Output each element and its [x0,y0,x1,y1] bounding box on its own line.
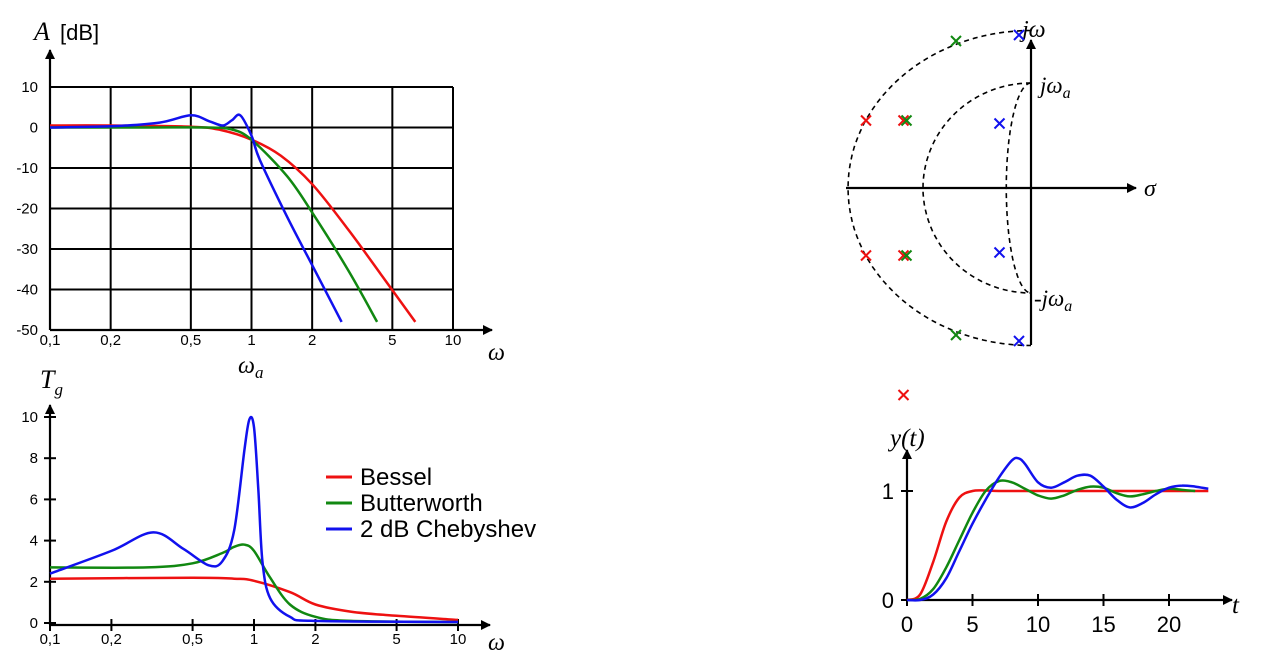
y-tick-label: -10 [16,160,38,177]
y-tick-label: 6 [30,491,38,508]
pole-marker-2-db-chebyshev [993,246,1006,259]
pole-plot: jω σ jωa -jωa [846,17,1157,401]
step-x-ticks: 0 5 10 15 20 [901,594,1181,637]
x-tick-label: 5 [966,612,978,637]
x-tick-label: 0,2 [100,332,121,349]
pole-marker-2-db-chebyshev [1013,335,1025,347]
y-tick-label: 4 [30,533,38,550]
attenuation-series [49,113,417,323]
attenuation-line-butterworth [50,126,379,323]
pole-plot-xlabel: σ [1144,176,1157,202]
y-tick-label: 1 [882,479,894,504]
x-tick-label: 0 [901,612,913,637]
x-tick-label: 2 [308,332,316,349]
x-tick-label: 1 [250,631,258,648]
group-delay-series [49,415,459,624]
legend-item-chebyshev: 2 dB Chebyshev [360,516,536,543]
pole-plot-ellipses [847,29,1032,347]
x-tick-label: 10 [450,631,467,648]
step-ylabel: y(t) [887,425,925,452]
pole-marker-butterworth [900,114,913,127]
pole-marker-butterworth [950,35,962,47]
x-tick-label: 0,2 [101,631,122,648]
step-xlabel: t [1232,592,1240,619]
x-tick-label: 10 [445,332,462,349]
pole-marker-bessel [897,389,910,401]
group-delay-line-butterworth [49,543,459,624]
attenuation-grid [49,86,454,331]
group-delay-xlabel: ω [488,630,505,656]
x-tick-label: 0,5 [180,332,201,349]
x-tick-label: 20 [1157,612,1181,637]
ellipse-butterworth [922,82,1032,294]
group-delay-line-2-db-chebyshev [49,415,459,624]
attenuation-x-ticks: 0,1 0,2 0,5 1 2 5 10 [40,332,462,349]
pole-marker-butterworth [900,249,913,262]
step-line-bessel [906,489,1209,602]
pole-marker-2-db-chebyshev [993,117,1006,130]
x-tick-label: 10 [1026,612,1050,637]
attenuation-y-ticks: 10 0 -10 -20 -30 -40 -50 [16,79,38,339]
pole-marker-bessel [897,114,910,127]
attenuation-ylabel-unit: [dB] [60,20,99,45]
x-tick-label: 5 [388,332,396,349]
attenuation-line-bessel [49,124,417,323]
x-tick-label: 15 [1091,612,1115,637]
step-line-2-db-chebyshev [906,456,1209,602]
ellipse-bessel [847,29,1032,347]
step-line-butterworth [906,479,1196,602]
ellipse-2-db-chebyshev [1005,82,1032,294]
y-tick-label: -50 [16,322,38,339]
minus-jw-a-label: -jωa [1034,286,1072,315]
y-tick-label: -30 [16,241,38,258]
pole-marker-bessel [897,249,910,262]
pole-marker-2-db-chebyshev [1013,29,1025,41]
attenuation-chart: A [dB] ω ωa 0,1 0,2 0,5 1 2 5 10 10 0 -10 -20 -30 -… [16,17,505,382]
omega-a-label: ωa [238,353,263,382]
jw-a-label: jωa [1037,73,1071,102]
y-tick-label: 0 [30,615,38,632]
step-y-ticks: 01 [882,479,913,613]
group-delay-line-bessel [49,576,459,622]
y-tick-label: -40 [16,282,38,299]
group-delay-y-ticks: 10 8 6 4 2 0 [21,409,56,632]
y-tick-label: 2 [30,574,38,591]
x-tick-label: 5 [392,631,400,648]
x-tick-label: 0,1 [40,332,61,349]
x-tick-label: 0,5 [182,631,203,648]
y-tick-label: 0 [30,120,38,137]
group-delay-chart: Tg ω 0,1 0,2 0,5 1 2 5 10 10 8 6 4 2 0 Bessel Butte… [21,365,536,656]
y-tick-label: 8 [30,450,38,467]
x-tick-label: 2 [311,631,319,648]
y-tick-label: 0 [882,588,894,613]
pole-plot-poles [860,29,1025,401]
y-tick-label: 10 [21,79,38,96]
y-tick-label: 10 [21,409,38,426]
x-tick-label: 0,1 [40,631,61,648]
x-tick-label: 1 [247,332,255,349]
pole-marker-butterworth [950,329,962,341]
pole-marker-bessel [860,114,872,127]
attenuation-xlabel: ω [488,340,505,366]
step-series [906,456,1209,602]
y-tick-label: -20 [16,201,38,218]
group-delay-x-ticks: 0,1 0,2 0,5 1 2 5 10 [40,619,467,648]
legend-item-bessel: Bessel [360,464,432,491]
pole-marker-bessel [860,249,872,262]
attenuation-line-2-db-chebyshev [49,113,343,323]
legend: Bessel Butterworth 2 dB Chebyshev [326,464,536,543]
group-delay-ylabel: Tg [40,365,63,399]
attenuation-ylabel-var: A [32,17,50,46]
legend-item-butterworth: Butterworth [360,490,483,517]
